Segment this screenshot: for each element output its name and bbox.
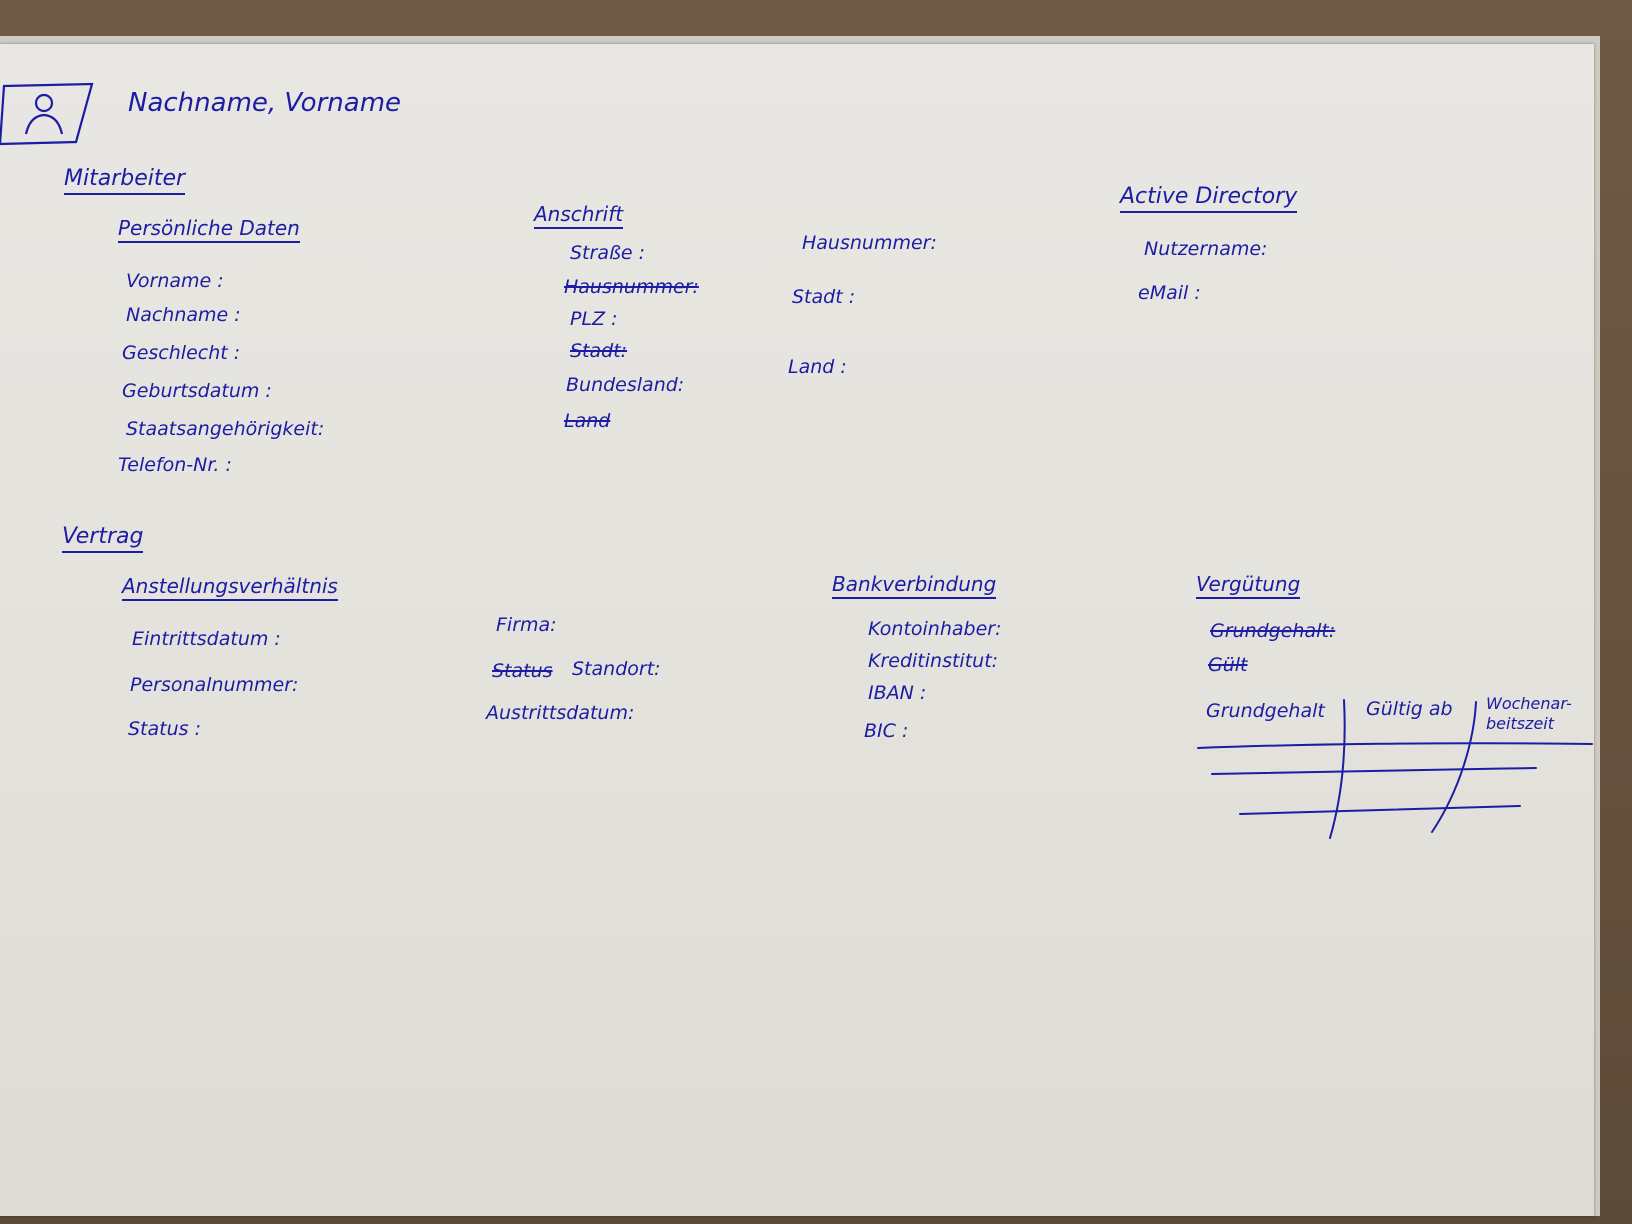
group-anstellungsverhaeltnis: Anstellungsverhältnis [122,576,338,601]
field-label-standort: Standort: [572,658,661,680]
table-header-wochenarbeitszeit-line2: beitszeit [1486,714,1555,733]
field-label-stadt: Stadt : [792,286,856,308]
field-label-austrittsdatum: Austrittsdatum: [486,702,635,724]
field-label-grundgehalt-struck: Grundgehalt: [1210,620,1336,642]
paper-sheet [0,44,1594,1216]
field-label-telefon: Telefon-Nr. : [118,454,232,476]
field-label-kontoinhaber: Kontoinhaber: [868,618,1002,640]
group-verguetung: Vergütung [1196,574,1301,599]
field-label-eintrittsdatum: Eintrittsdatum : [132,628,281,650]
field-label-geschlecht: Geschlecht : [122,342,241,364]
group-active-directory: Active Directory [1120,186,1298,213]
field-label-status-struck: Status [492,660,553,682]
field-label-hausnummer-struck: Hausnummer: [564,276,699,298]
group-persoenliche-daten: Persönliche Daten [118,218,300,243]
field-label-geburtsdatum: Geburtsdatum : [122,380,272,402]
field-label-kreditinstitut: Kreditinstitut: [868,650,999,672]
field-label-stadt-struck: Stadt: [570,340,628,362]
section-vertrag: Vertrag [62,526,144,553]
field-label-staatsangehoerigkeit: Staatsangehörigkeit: [126,418,325,440]
field-label-status: Status : [128,718,201,740]
field-label-land: Land : [788,356,847,378]
field-label-land-struck: Land [564,410,611,432]
field-label-bundesland: Bundesland: [566,374,685,396]
employee-name-heading: Nachname, Vorname [128,88,402,118]
field-label-strasse: Straße : [570,242,646,264]
field-label-plz: PLZ : [570,308,618,330]
field-label-firma: Firma: [496,614,557,636]
table-header-gueltig-ab: Gültig ab [1366,698,1453,720]
field-label-nachname: Nachname : [126,304,241,326]
field-label-email: eMail : [1138,282,1201,304]
table-header-grundgehalt: Grundgehalt [1206,700,1325,722]
field-label-nutzername: Nutzername: [1144,238,1268,260]
field-label-hausnummer: Hausnummer: [802,232,937,254]
field-label-vorname: Vorname : [126,270,224,292]
group-anschrift: Anschrift [534,204,624,229]
table-header-wochenarbeitszeit-line1: Wochenar- [1486,694,1572,713]
group-bankverbindung: Bankverbindung [832,574,997,599]
field-label-iban: IBAN : [868,682,927,704]
section-mitarbeiter: Mitarbeiter [64,168,186,195]
field-label-gueltig-struck: Gült [1208,654,1248,676]
field-label-personalnummer: Personalnummer: [130,674,299,696]
avatar-icon [0,82,94,146]
field-label-bic: BIC : [864,720,909,742]
